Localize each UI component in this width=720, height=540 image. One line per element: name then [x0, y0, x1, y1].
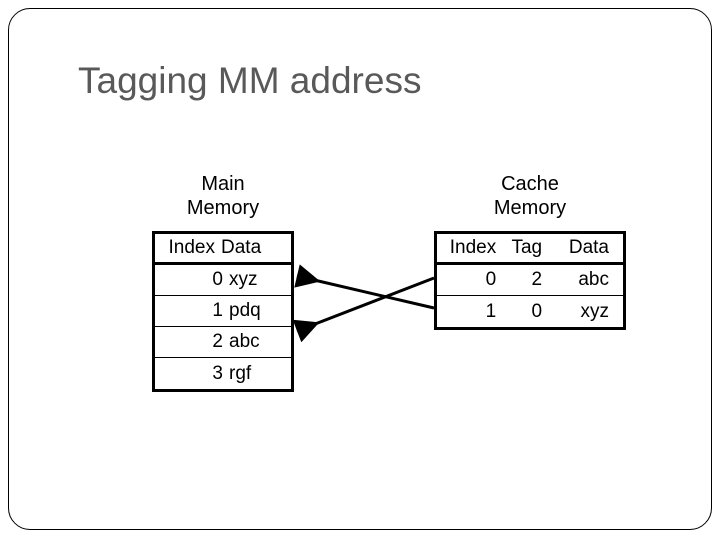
cache-memory-cell-tag: 0	[531, 300, 543, 322]
cache-memory-table: Index Tag Data 0 2 abc 1 0 xyz	[434, 231, 626, 330]
mapping-arrow-cache1-to-mm0	[294, 264, 435, 310]
cache-memory-label-line2: Memory	[493, 197, 567, 219]
main-memory-label-line2: Memory	[186, 197, 260, 219]
cache-memory-header-index: Index	[449, 237, 497, 258]
cache-memory-header-tag: Tag	[511, 237, 543, 258]
cache-memory-label: Cache Memory	[434, 172, 626, 220]
cache-memory-row: 0 2 abc	[437, 265, 623, 296]
main-memory-cell-index: 0	[212, 269, 223, 290]
cache-memory-header-row: Index Tag Data	[437, 234, 623, 265]
main-memory-cell-data: rgf	[229, 362, 252, 384]
cache-memory-cell-data: abc	[578, 269, 609, 290]
page-title: Tagging MM address	[78, 60, 422, 101]
main-memory-table: Index Data 0 xyz 1 pdq 2 abc 3 rgf	[152, 231, 294, 392]
cache-memory-cell-index: 0	[485, 269, 497, 290]
main-memory-row: 3 rgf	[155, 358, 291, 389]
main-memory-row: 2 abc	[155, 327, 291, 358]
mapping-arrow-cache0-to-mm2	[292, 276, 435, 343]
main-memory-row: 1 pdq	[155, 296, 291, 327]
cache-memory-cell-data: xyz	[580, 300, 610, 322]
main-memory-cell-data: xyz	[229, 269, 258, 290]
cache-memory-row: 1 0 xyz	[437, 296, 623, 327]
main-memory-header-row: Index Data	[155, 234, 291, 265]
cache-memory-cell-tag: 2	[531, 269, 543, 290]
main-memory-cell-index: 3	[212, 362, 223, 384]
main-memory-cell-index: 1	[212, 300, 223, 321]
main-memory-cell-data: pdq	[229, 300, 261, 321]
main-memory-cell-data: abc	[229, 331, 260, 352]
main-memory-label: Main Memory	[152, 172, 294, 220]
main-memory-label-line1: Main	[201, 173, 245, 195]
main-memory-cell-index: 2	[212, 331, 223, 352]
main-memory-header-index: Index	[168, 237, 215, 258]
main-memory-row: 0 xyz	[155, 265, 291, 296]
cache-memory-label-line1: Cache	[501, 173, 559, 195]
main-memory-header-data: Data	[221, 237, 262, 258]
cache-memory-cell-index: 1	[485, 300, 497, 322]
cache-memory-header-data: Data	[568, 237, 609, 258]
